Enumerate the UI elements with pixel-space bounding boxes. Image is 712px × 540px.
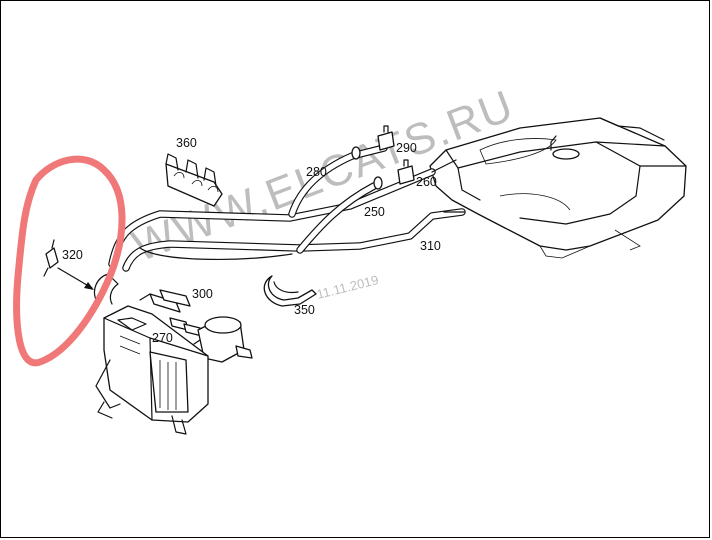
label-320: 320 — [62, 248, 83, 262]
fuel-filter — [193, 316, 253, 363]
fuel-tank — [429, 117, 687, 259]
clamp-290 — [377, 125, 395, 151]
sensor-320 — [43, 239, 59, 277]
label-360: 360 — [176, 136, 197, 150]
hose-280 — [288, 144, 388, 218]
label-260: 260 — [416, 175, 437, 189]
hose-250 — [296, 176, 383, 254]
label-270: 270 — [152, 331, 173, 345]
label-310: 310 — [420, 239, 441, 253]
label-290: 290 — [396, 141, 417, 155]
label-280: 280 — [306, 165, 327, 179]
label-300: 300 — [192, 287, 213, 301]
fittings-300 — [139, 289, 203, 337]
annotation-circle — [13, 155, 126, 367]
clip-holder-360 — [165, 153, 223, 207]
strap-350 — [263, 275, 317, 307]
label-350: 350 — [294, 303, 315, 317]
pointer-arrow-320 — [57, 267, 94, 290]
watermark-date: 11.11.2019 — [315, 272, 380, 302]
clamp-260 — [397, 159, 415, 185]
label-250: 250 — [364, 205, 385, 219]
pump-assembly — [93, 273, 209, 435]
